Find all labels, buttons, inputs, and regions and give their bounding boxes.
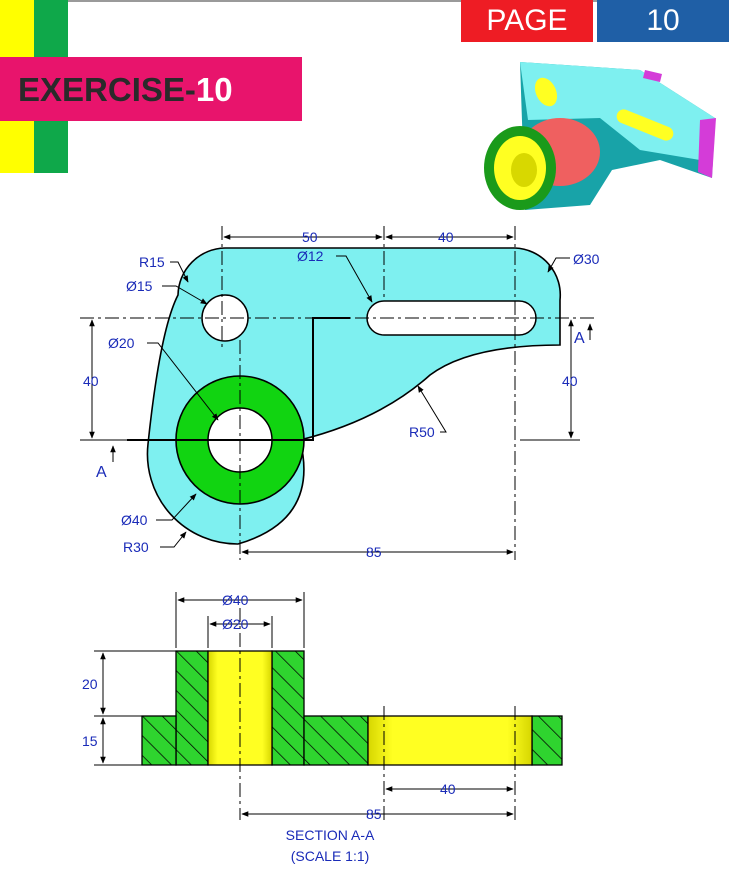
page-number: 10 <box>597 0 729 42</box>
section-plate-middle <box>303 715 369 766</box>
section-dim-40: 40 <box>440 781 456 797</box>
section-mark-left: A <box>96 464 107 481</box>
isometric-model <box>484 62 716 210</box>
section-slot <box>367 715 533 766</box>
section-view: Ø40 Ø20 20 15 40 85 SECTION A-A (SCALE 1… <box>82 592 563 864</box>
yellow-stripe-top <box>0 0 34 57</box>
dim-r15: R15 <box>139 254 165 270</box>
section-boss-right <box>271 650 305 766</box>
top-view: 50 40 R15 Ø15 Ø12 Ø30 Ø20 40 40 R50 Ø40 … <box>80 226 600 560</box>
section-title: SECTION A-A <box>286 827 375 843</box>
dim-dia40: Ø40 <box>121 512 148 528</box>
section-mark-right: A <box>574 330 585 347</box>
exercise-number: 10 <box>195 71 233 108</box>
green-stripe-bottom <box>34 121 68 173</box>
green-stripe-top <box>34 0 68 57</box>
section-boss-left <box>175 650 209 766</box>
dim-dia20: Ø20 <box>108 335 135 351</box>
section-dim-85: 85 <box>366 806 382 822</box>
dim-r50: R50 <box>409 424 435 440</box>
dim-40-top: 40 <box>438 229 454 245</box>
dim-r30: R30 <box>123 539 149 555</box>
section-dim-dia20: Ø20 <box>222 616 249 632</box>
dim-dia30: Ø30 <box>573 251 600 267</box>
dim-40-left: 40 <box>83 373 99 389</box>
dim-dia12: Ø12 <box>297 248 324 264</box>
page-label: PAGE <box>461 0 593 42</box>
dim-dia15: Ø15 <box>126 278 153 294</box>
section-plate-left <box>141 715 177 766</box>
exercise-banner: EXERCISE-10 <box>0 57 302 121</box>
dim-40-right: 40 <box>562 373 578 389</box>
section-scale: (SCALE 1:1) <box>291 848 370 864</box>
dim-85: 85 <box>366 544 382 560</box>
top-border <box>0 0 729 2</box>
section-dim-20: 20 <box>82 676 98 692</box>
section-plate-right <box>531 715 563 766</box>
dim-50: 50 <box>302 229 318 245</box>
section-dim-15: 15 <box>82 733 98 749</box>
section-dim-dia40: Ø40 <box>222 592 249 608</box>
exercise-title: EXERCISE-10 <box>18 71 233 109</box>
yellow-stripe-bottom <box>0 121 34 173</box>
exercise-prefix: EXERCISE- <box>18 71 196 108</box>
